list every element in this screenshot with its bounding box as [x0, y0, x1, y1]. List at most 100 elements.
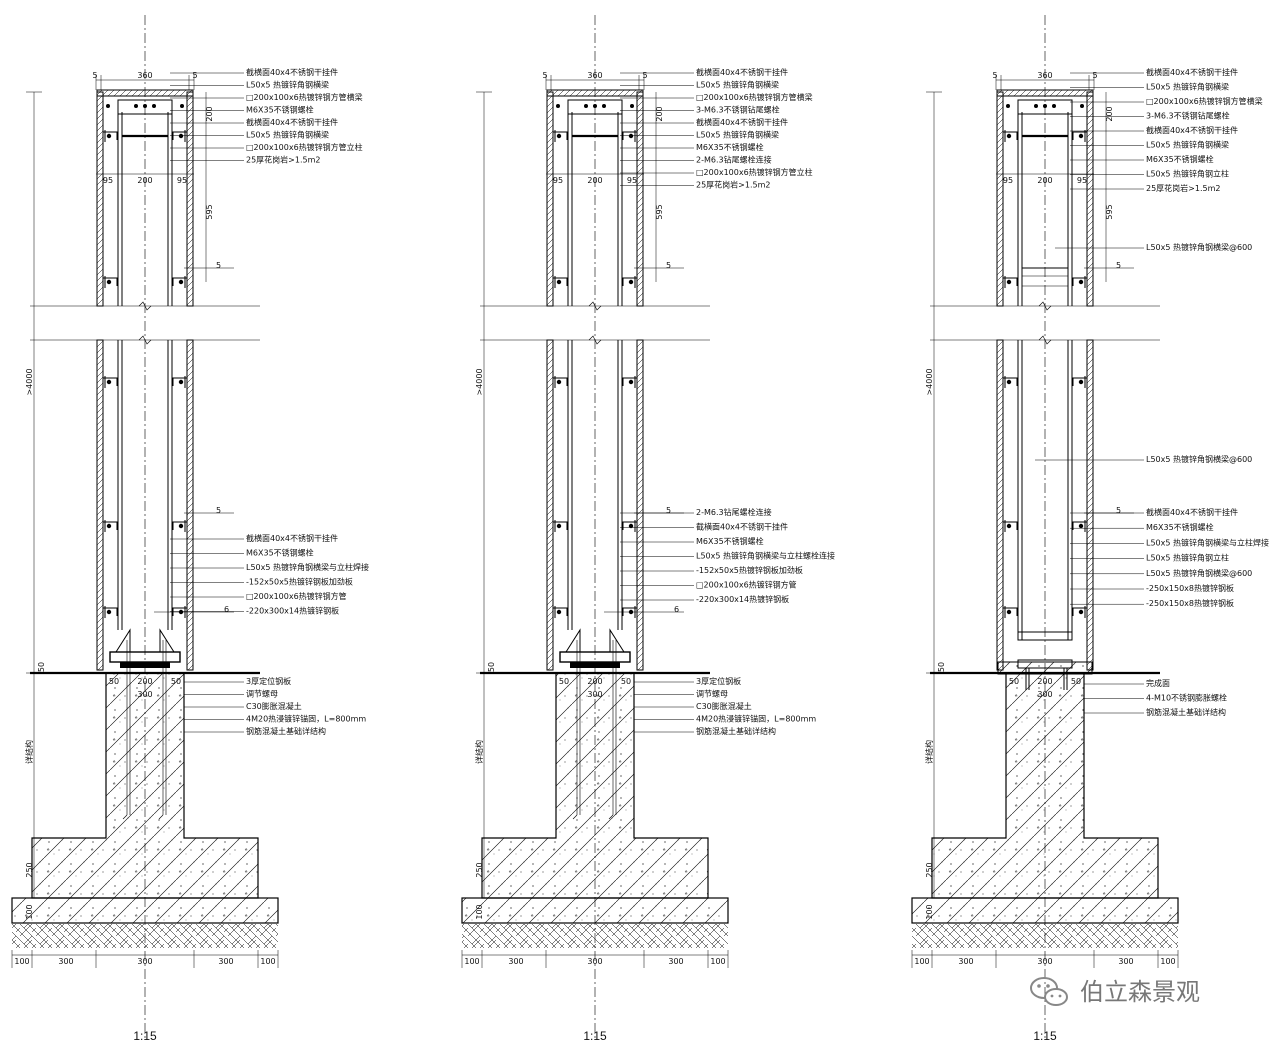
dim-text-ped50: 50: [171, 677, 181, 686]
dim-text-h200: 200: [1105, 106, 1114, 121]
stiffener-left: [115, 628, 131, 653]
dim-text-95: 95: [103, 176, 113, 185]
top-bolt: [134, 104, 138, 108]
left-stone-lower: [96, 339, 104, 671]
label-base-0: 完成面: [1146, 678, 1170, 688]
label-lower-extra: L50x5 热镀锌角钢横梁@600: [1146, 454, 1252, 464]
left-stone-lower: [996, 339, 1004, 671]
label-mid-5: -220x300x14热镀锌钢板: [246, 606, 339, 616]
label-mid-5: -250x150x8热镀锌钢板: [1146, 583, 1234, 593]
left-stone-lower: [546, 339, 554, 671]
bolt: [628, 379, 634, 385]
dim-text-4000: >4000: [25, 368, 34, 395]
label-base-4: 钢筋混凝土基础详结构: [696, 726, 776, 736]
bolt: [1006, 279, 1012, 285]
top-bolt: [143, 104, 147, 108]
top-bolt: [602, 104, 606, 108]
hanger-bracket: [103, 521, 118, 530]
hanger-bracket: [622, 277, 637, 286]
bolt: [1006, 133, 1012, 139]
label-top-4: 截横面40x4不锈钢干挂件: [1146, 125, 1238, 135]
hanger-bracket: [1003, 521, 1018, 530]
bolt: [556, 133, 562, 139]
compacted-soil: [12, 924, 278, 948]
label-top-7: L50x5 热镀锌角钢立柱: [1146, 169, 1229, 179]
top-bolt: [1080, 104, 1084, 108]
right-stone-lower: [1086, 339, 1094, 671]
section-5-text: 5: [1116, 506, 1121, 515]
right-stone-lower: [186, 339, 194, 671]
hanger-bracket: [622, 377, 637, 386]
dim-text-b300: 300: [218, 957, 233, 966]
hanger-bracket: [1072, 521, 1087, 530]
bolt: [106, 133, 112, 139]
dim-text-50: 50: [487, 662, 496, 672]
dim-text-ped50: 50: [621, 677, 631, 686]
top-bolt: [593, 104, 597, 108]
bolt: [556, 379, 562, 385]
cushion-layer: [11, 897, 279, 924]
label-mid-1: M6X35不锈钢螺栓: [1146, 522, 1214, 532]
dim-text-b100: 100: [914, 957, 929, 966]
leveling-nut-row: [120, 662, 170, 668]
label-top-2: □200x100x6热镀锌钢方管横梁: [1146, 96, 1263, 106]
label-mid-3: -152x50x5热镀锌钢板加劲板: [246, 577, 353, 587]
break-symbol: [1038, 335, 1052, 345]
hanger-bracket: [103, 377, 118, 386]
label-base-4: 钢筋混凝土基础详结构: [246, 726, 326, 736]
bolt: [1006, 379, 1012, 385]
bolt: [556, 523, 562, 529]
label-top-0: 截横面40x4不锈钢干挂件: [696, 67, 788, 77]
dim-text-200: 200: [137, 176, 152, 185]
label-mid-6: -220x300x14热镀锌钢板: [696, 594, 789, 604]
section-5-text: 5: [216, 506, 221, 515]
dim-text-ped50: 50: [1009, 677, 1019, 686]
label-mid-0: 截横面40x4不锈钢干挂件: [246, 533, 338, 543]
label-top-1: L50x5 热镀锌角钢横梁: [1146, 82, 1229, 92]
dim-text-5: 5: [992, 71, 997, 80]
bolt: [178, 379, 184, 385]
top-bolt: [180, 104, 184, 108]
compacted-soil: [462, 924, 728, 948]
dim-text-360: 360: [137, 71, 152, 80]
dim-text-250: 250: [475, 862, 484, 877]
hanger-bracket: [622, 607, 637, 616]
dim-text-50: 50: [937, 662, 946, 672]
watermark-text: 伯立森景观: [1080, 978, 1200, 1006]
hanger-bracket: [172, 277, 187, 286]
bolt: [556, 609, 562, 615]
finish-surface: [997, 661, 1093, 675]
section-5-text: 5: [1116, 261, 1121, 270]
label-mid-1: 截横面40x4不锈钢干挂件: [696, 522, 788, 532]
dim-text-b100: 100: [710, 957, 725, 966]
hanger-bracket: [103, 131, 118, 140]
dim-text-ped200: 200: [1037, 677, 1052, 686]
label-top-0: 截横面40x4不锈钢干挂件: [246, 67, 338, 77]
dim-text-ped50: 50: [109, 677, 119, 686]
scale-label: 1:15: [133, 1029, 157, 1043]
dim-text-ped200: 200: [137, 677, 152, 686]
label-base-0: 3厚定位钢板: [246, 676, 291, 686]
label-mid-3: L50x5 热镀锌角钢立柱: [1146, 553, 1229, 563]
break-symbol: [588, 301, 602, 311]
dim-text-embed: 详结构: [924, 740, 934, 764]
dim-text-ped300: 300: [587, 690, 602, 699]
top-stone-cap: [96, 89, 194, 97]
dim-text-h595: 595: [655, 204, 664, 219]
label-mid-6: -250x150x8热镀锌钢板: [1146, 598, 1234, 608]
cushion-layer: [461, 897, 729, 924]
dim-text-95: 95: [553, 176, 563, 185]
hanger-bracket: [172, 607, 187, 616]
label-top-6: M6X35不锈钢螺栓: [696, 142, 764, 152]
bolt: [628, 523, 634, 529]
top-bolt: [106, 104, 110, 108]
top-bolt: [584, 104, 588, 108]
bolt: [178, 279, 184, 285]
hanger-bracket: [1072, 277, 1087, 286]
dim-text-ped50: 50: [559, 677, 569, 686]
dim-text-ped300: 300: [137, 690, 152, 699]
stiffener-right: [609, 628, 625, 653]
dim-text-b300: 300: [137, 957, 152, 966]
